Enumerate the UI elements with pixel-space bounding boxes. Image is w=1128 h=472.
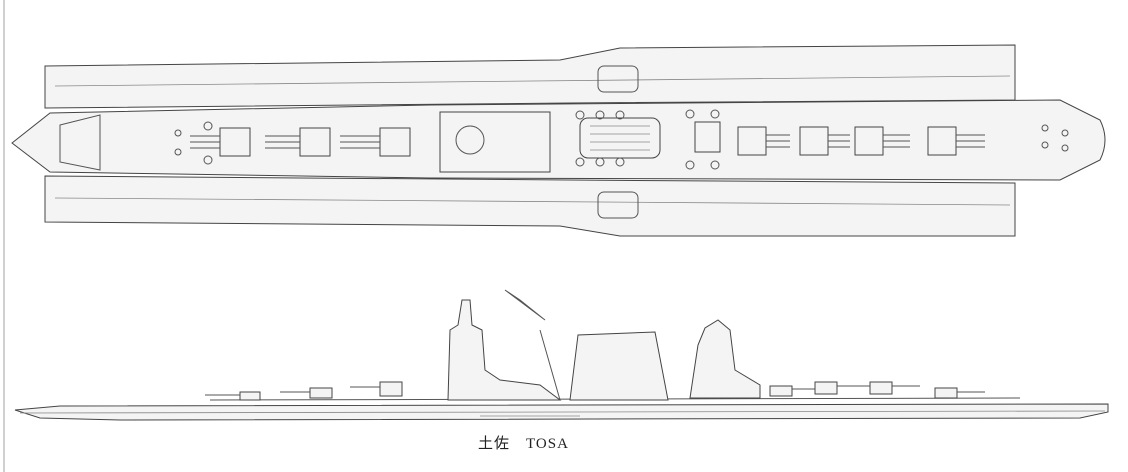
turret-7 — [927, 126, 985, 156]
bridge-tower — [447, 299, 562, 401]
turret-4 — [737, 126, 790, 156]
aft-tower — [689, 319, 761, 399]
tripod-mast — [504, 289, 561, 401]
elevator-upper — [597, 65, 639, 93]
elevator-lower — [597, 191, 639, 219]
upper-flight-deck — [44, 44, 1016, 109]
turret-6 — [854, 126, 910, 156]
aa-mounts — [174, 109, 1069, 170]
plan-view — [11, 44, 1106, 237]
turrets-profile — [239, 381, 958, 401]
turret-2 — [265, 127, 331, 157]
main-hull-deck — [11, 99, 1106, 181]
ship-name-caption: 土佐 TOSA — [478, 436, 569, 452]
bridge-plan — [439, 111, 551, 173]
funnel-profile — [569, 331, 669, 401]
funnel-plan — [579, 117, 661, 159]
turret-5 — [799, 126, 850, 156]
turret-1 — [190, 127, 251, 157]
lower-flight-deck — [44, 175, 1016, 237]
turret-3 — [340, 127, 411, 157]
profile-view — [14, 289, 1109, 421]
